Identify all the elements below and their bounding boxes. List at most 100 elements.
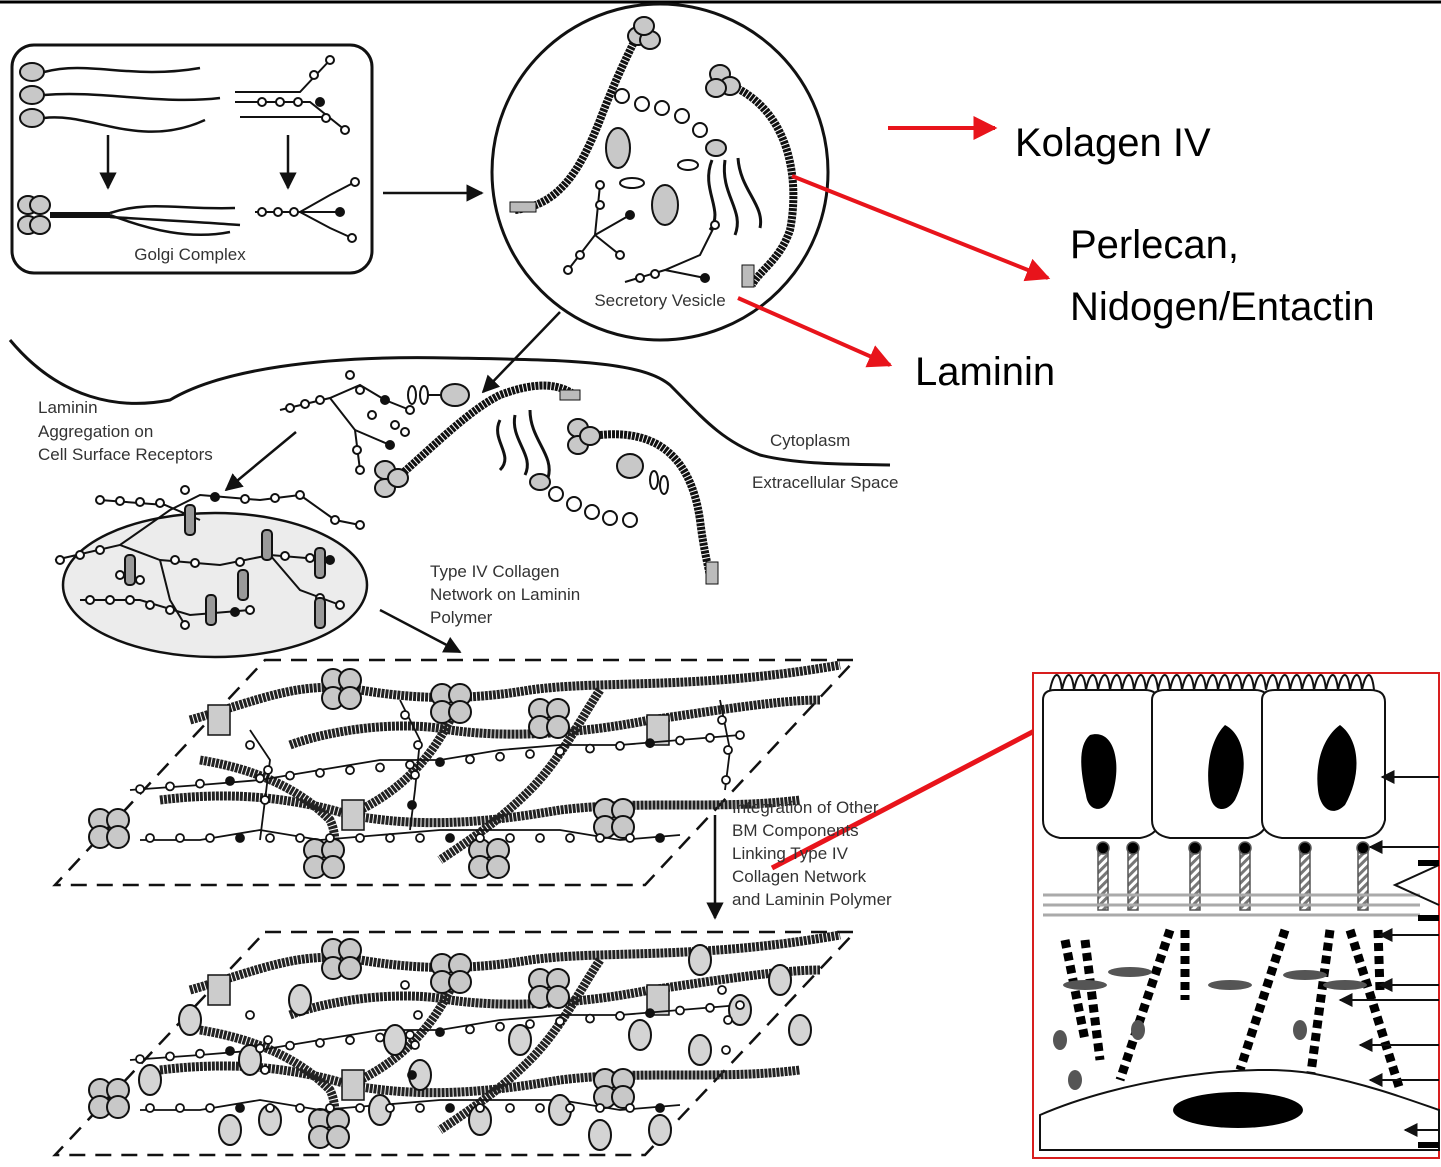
collagen-globule-icon-4 bbox=[568, 419, 600, 454]
laminin-bead bbox=[256, 1044, 264, 1052]
laminin-bead bbox=[596, 1104, 604, 1112]
svg-text:Polymer: Polymer bbox=[430, 608, 493, 627]
laminin-bead bbox=[166, 782, 174, 790]
laminin-bead bbox=[476, 1104, 484, 1112]
laminin-bead bbox=[206, 834, 214, 842]
laminin-bead bbox=[676, 737, 684, 745]
laminin-bead bbox=[722, 1046, 730, 1054]
laminin-bead bbox=[411, 1041, 419, 1049]
laminin-bead bbox=[246, 741, 254, 749]
laminin-bead bbox=[736, 1001, 744, 1009]
laminin-bead bbox=[656, 834, 664, 842]
laminin-bead bbox=[376, 764, 384, 772]
laminin-bead bbox=[316, 769, 324, 777]
laminin-bead bbox=[436, 758, 444, 766]
annotation-nidogen-entactin: Nidogen/Entactin bbox=[1070, 285, 1375, 329]
svg-text:Network on Laminin: Network on Laminin bbox=[430, 585, 580, 604]
svg-text:Laminin: Laminin bbox=[38, 398, 98, 417]
svg-text:Integration of Other: Integration of Other bbox=[732, 798, 879, 817]
laminin-bead bbox=[496, 1023, 504, 1031]
laminin-bead bbox=[718, 716, 726, 724]
laminin-bead bbox=[536, 1104, 544, 1112]
nidogen-globule bbox=[509, 1025, 531, 1055]
laminin-bead bbox=[706, 1004, 714, 1012]
laminin-bead bbox=[386, 1104, 394, 1112]
laminin-bead bbox=[506, 834, 514, 842]
laminin-bead bbox=[196, 1050, 204, 1058]
laminin-bead bbox=[736, 731, 744, 739]
laminin-network-icon bbox=[280, 371, 414, 474]
nidogen-globule bbox=[769, 965, 791, 995]
laminin-bead bbox=[414, 1011, 422, 1019]
laminin-bead bbox=[286, 772, 294, 780]
laminin-bead bbox=[718, 986, 726, 994]
svg-text:BM Components: BM Components bbox=[732, 821, 859, 840]
laminin-bead bbox=[401, 711, 409, 719]
epithelial-cell-2 bbox=[1152, 690, 1268, 838]
svg-text:and Laminin Polymer: and Laminin Polymer bbox=[732, 890, 892, 909]
laminin-bead bbox=[586, 1015, 594, 1023]
laminin-bead bbox=[446, 834, 454, 842]
laminin-bead bbox=[476, 834, 484, 842]
secretory-vesicle-label: Secretory Vesicle bbox=[594, 291, 725, 310]
laminin-bead bbox=[626, 834, 634, 842]
laminin-bead bbox=[356, 834, 364, 842]
laminin-aggregation-label: Laminin Aggregation on Cell Surface Rece… bbox=[38, 398, 213, 464]
laminin-bead bbox=[316, 1039, 324, 1047]
laminin-bead bbox=[586, 745, 594, 753]
laminin-bead bbox=[446, 1104, 454, 1112]
golgi-complex-label: Golgi Complex bbox=[134, 245, 246, 264]
laminin-bead bbox=[466, 1025, 474, 1033]
collagen-globule-icon-3 bbox=[375, 461, 408, 497]
laminin-bead bbox=[616, 742, 624, 750]
laminin-bead bbox=[406, 1031, 414, 1039]
laminin-bead bbox=[596, 834, 604, 842]
laminin-bead bbox=[386, 834, 394, 842]
laminin-bead bbox=[346, 766, 354, 774]
type-iv-collagen-network-label: Type IV Collagen Network on Laminin Poly… bbox=[430, 562, 580, 627]
svg-text:Cell Surface Receptors: Cell Surface Receptors bbox=[38, 445, 213, 464]
cytoplasm-label: Cytoplasm bbox=[770, 431, 850, 450]
laminin-bead bbox=[261, 796, 269, 804]
laminin-bead bbox=[626, 1104, 634, 1112]
epithelial-cell-1 bbox=[1043, 690, 1160, 838]
integrated-basement-membrane-sheet bbox=[55, 932, 855, 1155]
annotation-kolagen-iv: Kolagen IV bbox=[1015, 121, 1211, 165]
laminin-bead bbox=[326, 1104, 334, 1112]
laminin-bead bbox=[196, 780, 204, 788]
laminin-bead bbox=[264, 766, 272, 774]
laminin-bead bbox=[646, 1009, 654, 1017]
nidogen-globule bbox=[289, 985, 311, 1015]
laminin-bead bbox=[414, 741, 422, 749]
laminin-bead bbox=[176, 1104, 184, 1112]
nidogen-globule bbox=[689, 1035, 711, 1065]
laminin-bead bbox=[261, 1066, 269, 1074]
laminin-bead bbox=[286, 1042, 294, 1050]
laminin-bead bbox=[176, 834, 184, 842]
laminin-bead bbox=[226, 1047, 234, 1055]
laminin-bead bbox=[136, 1055, 144, 1063]
laminin-bead bbox=[226, 777, 234, 785]
nidogen-globule bbox=[384, 1025, 406, 1055]
laminin-bead bbox=[408, 1071, 416, 1079]
laminin-bead bbox=[406, 761, 414, 769]
secretory-vesicle: Secretory Vesicle bbox=[492, 4, 828, 340]
laminin-bead bbox=[722, 776, 730, 784]
laminin-bead bbox=[146, 834, 154, 842]
laminin-bead bbox=[526, 1020, 534, 1028]
laminin-bead bbox=[556, 747, 564, 755]
laminin-bead bbox=[206, 1104, 214, 1112]
laminin-bead bbox=[266, 1104, 274, 1112]
laminin-bead bbox=[146, 1104, 154, 1112]
laminin-bead bbox=[416, 1104, 424, 1112]
svg-text:Type IV Collagen: Type IV Collagen bbox=[430, 562, 559, 581]
nidogen-molecule-icon bbox=[408, 384, 469, 406]
laminin-bead bbox=[376, 1034, 384, 1042]
laminin-bead bbox=[566, 1104, 574, 1112]
nidogen-globule bbox=[179, 1005, 201, 1035]
laminin-bead bbox=[466, 755, 474, 763]
laminin-bead bbox=[556, 1017, 564, 1025]
laminin-bead bbox=[411, 771, 419, 779]
laminin-bead bbox=[416, 834, 424, 842]
